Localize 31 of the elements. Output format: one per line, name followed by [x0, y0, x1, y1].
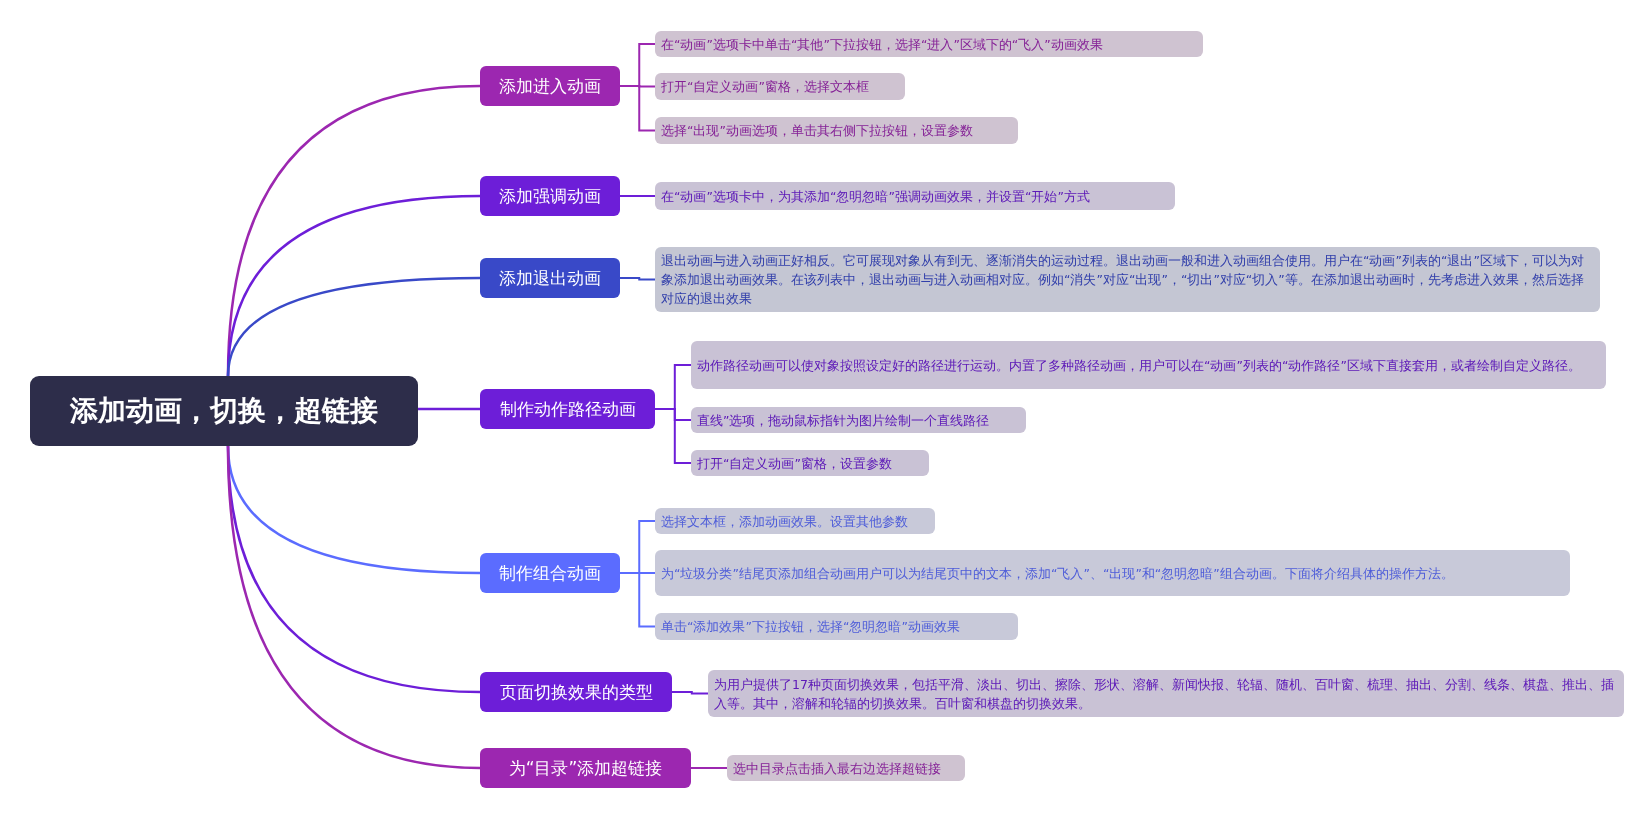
subtopic-box: 在“动画”选项卡中单击“其他”下拉按钮，选择“进入”区域下的“飞入”动画效果	[655, 31, 1203, 57]
subtopic-box: 在“动画”选项卡中，为其添加“忽明忽暗”强调动画效果，并设置“开始”方式	[655, 182, 1175, 210]
connector-line	[226, 276, 481, 377]
topic-box: 为“目录”添加超链接	[480, 748, 691, 788]
subtopic-box: 单击“添加效果”下拉按钮，选择“忽明忽暗”动画效果	[655, 613, 1018, 640]
subtopic-box: 为“垃圾分类”结尾页添加组合动画用户可以为结尾页中的文本，添加“飞入”、“出现”和“忽明忽暗”组合动画。下面将介绍具体的操作方法。	[655, 550, 1570, 596]
subtopic-box: 选择文本框，添加动画效果。设置其他参数	[655, 508, 935, 534]
subtopic-box: 打开“自定义动画”窗格，设置参数	[691, 450, 929, 476]
subtopic-box: 为用户提供了17种页面切换效果，包括平滑、淡出、切出、擦除、形状、溶解、新闻快报、轮辐、随机、百叶窗、梳理、抽出、分割、线条、棋盘、推出、插入等。其中，溶解和轮辐的切换效果。百叶窗和棋盘的切换效果。	[708, 670, 1624, 717]
topic-box: 制作动作路径动画	[480, 389, 655, 429]
subtopic-box: 打开“自定义动画”窗格，选择文本框	[655, 73, 905, 100]
connector-line	[619, 277, 656, 281]
topic-box: 添加强调动画	[480, 176, 620, 216]
topic-box: 制作组合动画	[480, 553, 620, 593]
connector-line	[690, 767, 728, 769]
connector-line	[671, 691, 709, 695]
subtopic-box: 选择“出现”动画选项，单击其右侧下拉按钮，设置参数	[655, 117, 1018, 144]
connector-line	[226, 445, 481, 770]
topic-box: 添加退出动画	[480, 258, 620, 298]
subtopic-box: 直线”选项，拖动鼠标指针为图片绘制一个直线路径	[691, 407, 1026, 433]
topic-box: 添加进入动画	[480, 66, 620, 106]
subtopic-box: 选中目录点击插入最右边选择超链接	[727, 755, 965, 781]
central-topic-box: 添加动画，切换，超链接	[30, 376, 418, 446]
connector-line	[418, 407, 480, 411]
connector-line	[654, 408, 692, 464]
connector-line	[619, 195, 656, 197]
subtopic-box: 动作路径动画可以使对象按照设定好的路径进行运动。内置了多种路径动画，用户可以在“动画”列表的“动作路径”区域下直接套用，或者绘制自定义路径。	[691, 341, 1606, 389]
connector-line	[619, 572, 656, 628]
connector-line	[619, 85, 656, 132]
subtopic-box: 退出动画与进入动画正好相反。它可展现对象从有到无、逐渐消失的运动过程。退出动画一般和进入动画组合使用。用户在“动画”列表的“退出”区域下，可以为对象添加退出动画效果。在该列表中，退出动画与进入动画相对应。例如“消失”对应“出现”，“切出”对应“切入”等。在添加退出动画时，先考虑进入效果，然后选择对应的退出效果	[655, 247, 1600, 312]
topic-box: 页面切换效果的类型	[480, 672, 672, 712]
